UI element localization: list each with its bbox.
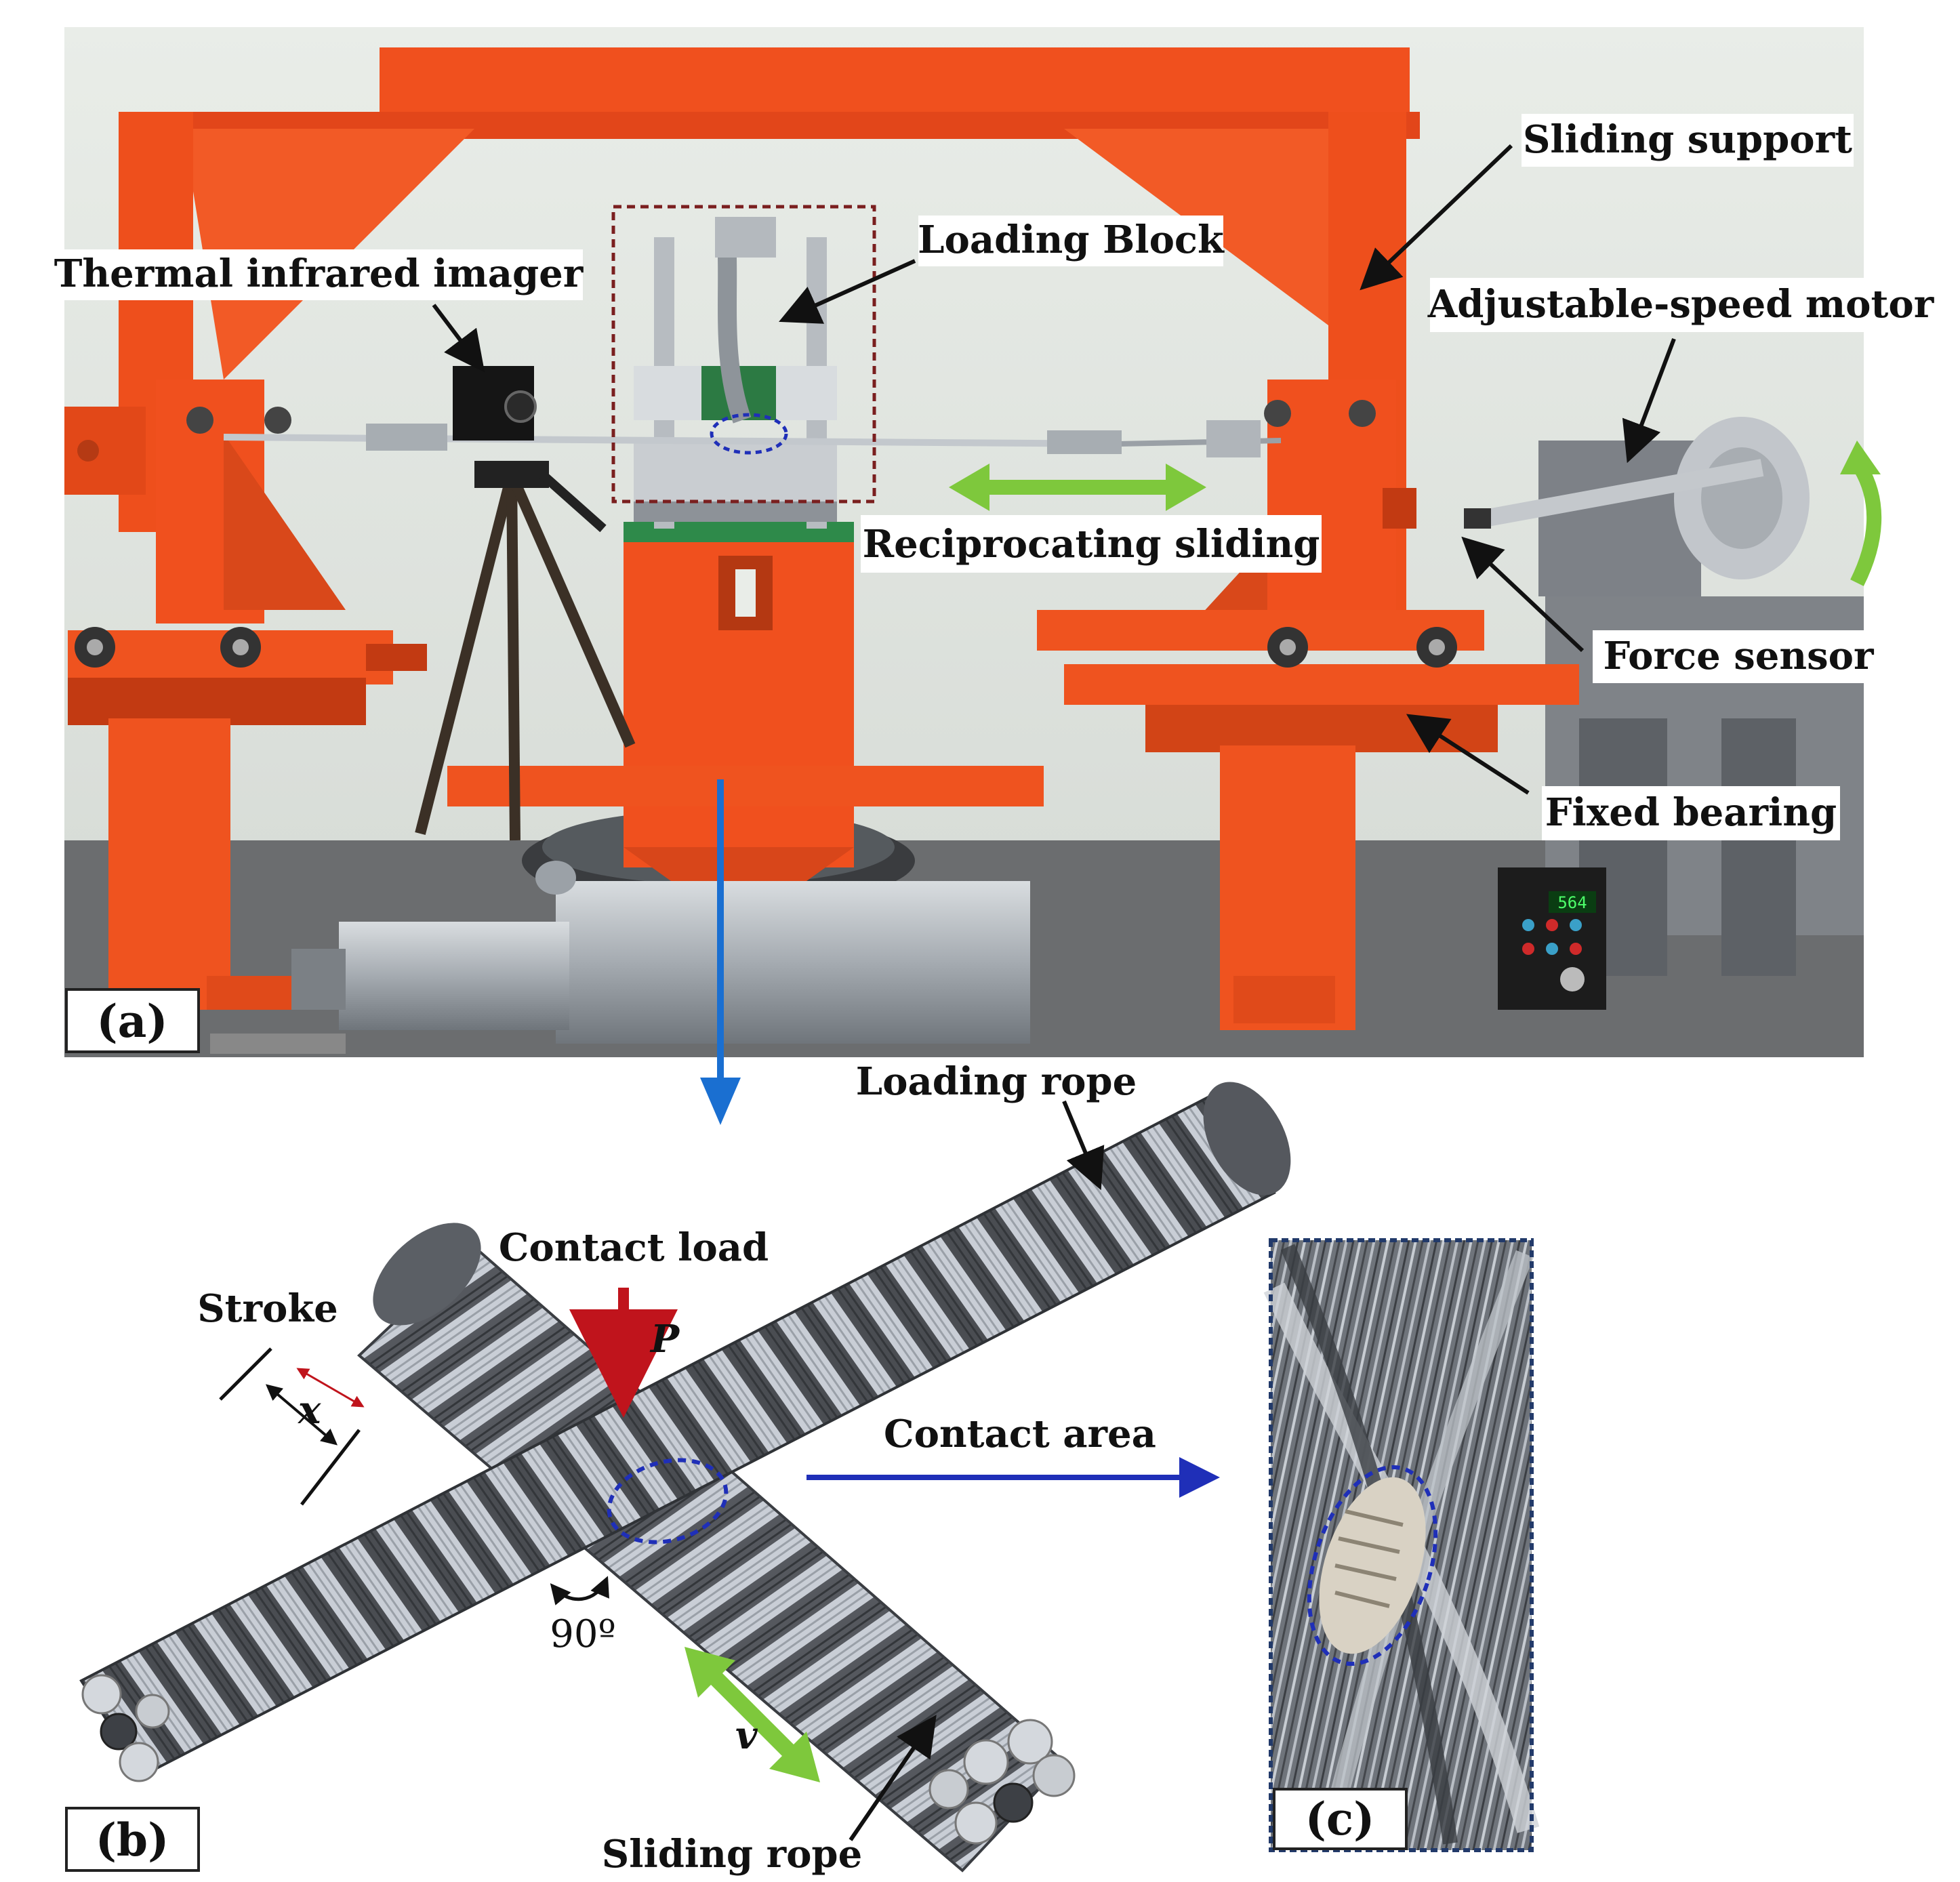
panel-c: (c): [1263, 1238, 1540, 1852]
panel-a: 564 Thermal infrared imager Loading Bloc…: [54, 27, 1935, 1057]
motor-controller-box: [1498, 867, 1606, 1010]
controller-display: [1549, 891, 1596, 913]
rotation-arrow-green: [1850, 464, 1882, 586]
label-sliding-rope: Sliding rope: [602, 1832, 862, 1877]
reciprocating-arrow-green: [949, 464, 1206, 511]
panel-b-label-box: [65, 1807, 200, 1872]
arrow-sliding-rope: [849, 1715, 937, 1841]
label-loading-block: Loading Block: [918, 218, 1225, 262]
loading-block-apparatus: [634, 217, 837, 529]
velocity-arrow-green: [685, 1647, 820, 1782]
label-contact-load: Contact load: [499, 1225, 769, 1270]
label-fixed-bearing: Fixed bearing: [1545, 790, 1837, 835]
label-angle: 90º: [550, 1612, 616, 1656]
panel-c-label: (c): [1305, 1793, 1375, 1845]
arrow-loading-block: [779, 259, 916, 324]
label-load-symbol: P: [649, 1317, 680, 1362]
contact-ellipse-b: [607, 1458, 729, 1545]
label-thermal-infrared-imager: Thermal infrared imager: [54, 251, 584, 296]
panel-b: Loading rope Contact load P Stroke x 90º…: [65, 1059, 1291, 1877]
wear-scar: [1319, 1477, 1426, 1654]
tripod-with-camera: [415, 366, 636, 841]
contact-ellipse-a: [710, 413, 788, 455]
stroke-dimension: [219, 1347, 365, 1506]
arrow-thermal-imager: [432, 304, 485, 373]
arrow-fixed-bearing: [1406, 714, 1530, 795]
dashed-box-loading-block: [611, 205, 876, 504]
motor-pedestal-leg-2: [1721, 718, 1796, 976]
panel-c-label-box: [1273, 1788, 1408, 1850]
label-sliding-support: Sliding support: [1523, 117, 1852, 162]
controller-display-value: 564: [1557, 893, 1587, 912]
blue-down-arrow: [700, 779, 741, 1125]
horizontal-test-rope: [223, 420, 1282, 457]
label-force-sensor: Force sensor: [1603, 634, 1875, 678]
label-reciprocating-sliding: Reciprocating sliding: [863, 522, 1320, 567]
arrow-loading-rope: [1062, 1100, 1105, 1191]
label-stroke-symbol: x: [298, 1388, 321, 1433]
loading-rope-end-strands: [81, 1674, 170, 1782]
label-stroke: Stroke: [197, 1286, 338, 1331]
panel-a-annotations: Thermal infrared imager Loading Block Sl…: [54, 114, 1935, 1053]
panel-a-label: (a): [96, 995, 167, 1048]
loading-rope: [79, 1082, 1291, 1782]
panel-a-label-box: [65, 988, 200, 1053]
arrow-sliding-support: [1360, 144, 1513, 291]
sliding-rope: [357, 1223, 1076, 1873]
arrow-adjustable-speed-motor: [1622, 337, 1676, 464]
arrow-force-sensor: [1461, 536, 1585, 653]
adjustable-speed-motor-unit: 564: [1464, 417, 1810, 1010]
label-adjustable-speed-motor: Adjustable-speed motor: [1427, 282, 1935, 327]
loading-column: [447, 522, 1044, 881]
contact-area-arrow: [807, 1457, 1220, 1498]
panel-b-label: (b): [96, 1814, 169, 1866]
sliding-rope-end-strands: [928, 1719, 1076, 1845]
label-loading-rope: Loading rope: [856, 1059, 1137, 1104]
label-velocity-symbol: v: [735, 1713, 758, 1758]
right-sliding-support: [1037, 380, 1579, 1030]
left-sliding-support: [68, 380, 427, 1010]
contact-ellipse-c: [1307, 1465, 1438, 1666]
angle-arc: [550, 1576, 609, 1605]
label-contact-area: Contact area: [884, 1412, 1156, 1456]
